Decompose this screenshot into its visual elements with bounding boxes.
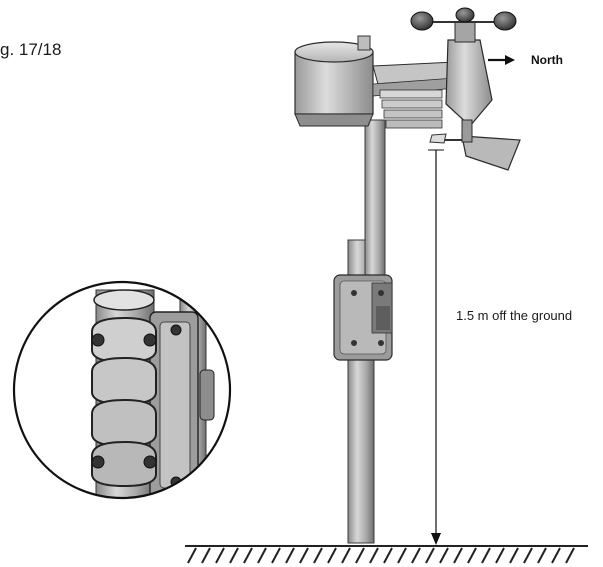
- figure-label: g. 17/18: [0, 40, 61, 59]
- sensor-housing: [294, 35, 463, 127]
- radiation-shield: [379, 89, 443, 129]
- height-label: 1.5 m off the ground: [456, 308, 572, 323]
- pole-clamp-icon: [333, 274, 393, 361]
- height-dimension: [428, 149, 444, 545]
- north-label: North: [531, 53, 563, 67]
- wind-vane-icon: [429, 119, 521, 171]
- anemometer-icon: [410, 7, 517, 127]
- ground-line: [185, 545, 588, 564]
- clamp-detail-view: [12, 280, 232, 500]
- north-indicator: North: [488, 53, 563, 67]
